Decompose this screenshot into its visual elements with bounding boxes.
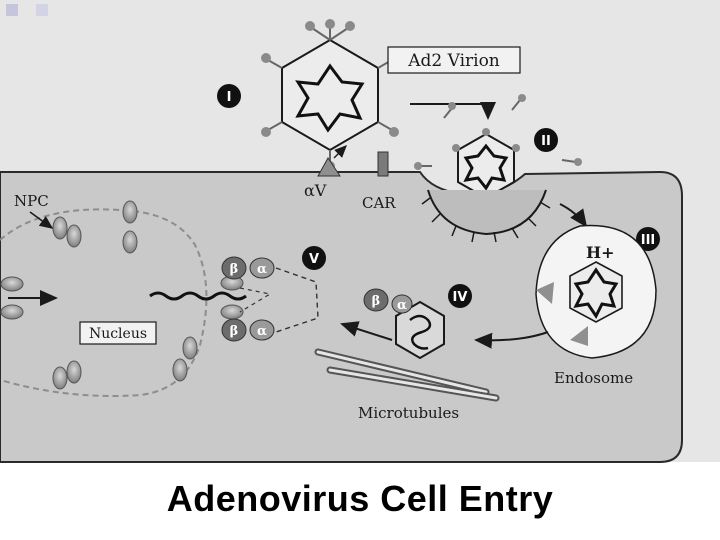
npc-pore [66, 360, 82, 384]
npc-pore [220, 304, 244, 320]
beta-label: β [230, 262, 239, 277]
npc-pore [52, 366, 68, 390]
npc-pore [0, 304, 24, 320]
genome-squiggle [409, 314, 432, 350]
stage-marker-iii: III [636, 227, 660, 251]
npc-pore [182, 336, 198, 360]
nucleus-label: Nucleus [89, 326, 147, 342]
viral-core-star [295, 63, 365, 133]
capsid-hexagon [395, 300, 445, 360]
car-receptor [377, 151, 389, 177]
microtubules-label: Microtubules [358, 404, 459, 422]
corner-mark [6, 4, 18, 16]
capsid-stage-iv: β α [363, 288, 445, 360]
stage-marker-iv: IV [448, 284, 472, 308]
endosome-stage-iii: H+ [535, 224, 657, 359]
arrow-stage-ii-to-iii [559, 203, 588, 228]
alpha-label: α [397, 298, 407, 313]
beta-subunit [221, 256, 247, 280]
arrow-stage-iv-to-v [340, 321, 393, 341]
npc-pointer-arrow [29, 211, 54, 229]
corner-mark [36, 4, 48, 16]
alpha-subunit [391, 294, 413, 314]
nuclear-pore-complexes [0, 200, 244, 390]
npc-label: NPC [14, 192, 49, 210]
endosome-label: Endosome [554, 369, 633, 387]
virion-stage-i [261, 19, 399, 171]
viral-core-star [463, 143, 509, 191]
npc-pore [0, 276, 24, 292]
svg-text:I: I [227, 90, 232, 105]
viral-dna [149, 291, 247, 301]
alpha-subunit [249, 257, 275, 279]
virion-label: Ad2 Virion [407, 51, 500, 71]
clathrin-coat-bristles [421, 197, 551, 243]
alpha-label: α [257, 262, 267, 277]
viral-core-star [573, 267, 619, 319]
endosome-wedge [570, 326, 588, 346]
endosome-wedge [536, 282, 554, 304]
npc-pore [122, 230, 138, 254]
alpha-v-integrin-receptor [317, 157, 341, 177]
arrow-stage-iii-to-iv [474, 331, 549, 349]
integrin-dimers-stage-v: β α β α [221, 256, 319, 342]
npc-pore [172, 358, 188, 382]
npc-pore [52, 216, 68, 240]
stage-marker-ii: II [534, 128, 558, 152]
beta-label: β [372, 294, 381, 309]
beta-label: β [230, 324, 239, 339]
disassembling-capsid-outline [275, 267, 319, 333]
arrow-stage-i-to-ii [410, 102, 496, 120]
clathrin-coated-pit [427, 189, 547, 236]
svg-text:II: II [541, 134, 551, 149]
stage-marker-i: I [217, 84, 241, 108]
alpha-subunit [249, 319, 275, 341]
beta-subunit [221, 318, 247, 342]
slide-caption: Adenovirus Cell Entry [166, 478, 554, 519]
svg-text:V: V [309, 252, 319, 267]
proton-label: H+ [586, 243, 615, 262]
npc-pore [66, 224, 82, 248]
virion-label-box [387, 46, 521, 74]
svg-text:III: III [641, 233, 656, 248]
alpha-v-label: αV [304, 181, 327, 200]
npc-pore [122, 200, 138, 224]
beta-subunit [363, 288, 389, 312]
microtubules [314, 348, 500, 402]
car-label: CAR [362, 194, 396, 212]
disassembling-capsid-outline [239, 287, 272, 313]
stage-marker-v: V [302, 246, 326, 270]
alpha-label: α [257, 324, 267, 339]
svg-text:IV: IV [453, 290, 468, 305]
nuclear-envelope [0, 208, 208, 397]
nucleus-label-box [79, 321, 157, 345]
binding-arrow [333, 145, 347, 159]
released-fiber-knobs [414, 94, 582, 170]
